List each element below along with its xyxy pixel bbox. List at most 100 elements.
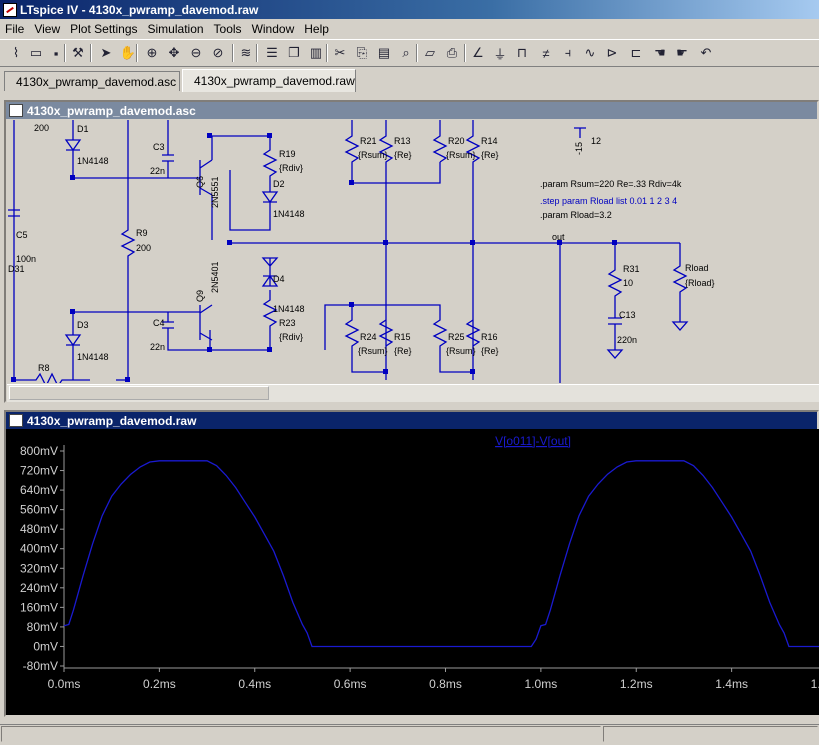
c4-val[interactable]: 22n	[150, 342, 165, 352]
plot-window-titlebar[interactable]: 4130x_pwramp_davemod.raw	[6, 412, 817, 429]
zoom-out-button[interactable]: ⊖	[186, 43, 206, 63]
zoom-in-button[interactable]: ⊕	[142, 43, 162, 63]
d2-ref[interactable]: D2	[273, 179, 285, 189]
r9-val[interactable]: 200	[136, 243, 151, 253]
find-button[interactable]: ⌕	[396, 43, 416, 63]
r16-val[interactable]: {Re}	[481, 346, 499, 356]
v-15[interactable]: -15	[574, 142, 584, 155]
cascade-button[interactable]: ❐	[284, 43, 304, 63]
r24-val[interactable]: {Rsum}	[358, 346, 388, 356]
d3-val[interactable]: 1N4148	[77, 352, 109, 362]
c13-ref[interactable]: C13	[619, 310, 636, 320]
d1-val[interactable]: 1N4148	[77, 156, 109, 166]
step-directive[interactable]: .step param Rload list 0.01 1 2 3 4	[540, 196, 677, 206]
c4-ref[interactable]: C4	[153, 318, 165, 328]
q6-ref[interactable]: Q6	[195, 176, 205, 188]
drag-button[interactable]: ☛	[672, 43, 692, 63]
d3-ref[interactable]: D3	[77, 320, 89, 330]
ground-button[interactable]: ⏚	[490, 43, 510, 63]
c3-val[interactable]: 22n	[150, 166, 165, 176]
menu-plot-settings[interactable]: Plot Settings	[70, 21, 138, 36]
pan-button[interactable]: ✥	[164, 43, 184, 63]
menu-simulation[interactable]: Simulation	[147, 21, 204, 36]
waveform-chart[interactable]: 800mV720mV640mV560mV480mV400mV320mV240mV…	[6, 429, 819, 715]
wire-button[interactable]: ∠	[468, 43, 488, 63]
menu-tools[interactable]: Tools	[213, 21, 242, 36]
scrollbar-thumb[interactable]	[9, 386, 269, 400]
print-setup-button[interactable]: ▱	[420, 43, 440, 63]
r14-ref[interactable]: R14	[481, 136, 498, 146]
r15-val[interactable]: {Re}	[394, 346, 412, 356]
c-200[interactable]: 200	[34, 123, 49, 133]
r15-ref[interactable]: R15	[394, 332, 411, 342]
r16-ref[interactable]: R16	[481, 332, 498, 342]
r25-ref[interactable]: R25	[448, 332, 465, 342]
zoom-cancel-button[interactable]: ⊘	[208, 43, 228, 63]
label-button[interactable]: ⊓	[512, 43, 532, 63]
param-directive-1[interactable]: .param Rsum=220 Re=.33 Rdiv=4k	[540, 179, 682, 189]
r20-val[interactable]: {Rsum}	[446, 150, 476, 160]
halt-button[interactable]: ✋	[118, 43, 138, 63]
run-button[interactable]: ➤	[96, 43, 116, 63]
resistor-button[interactable]: ≠	[536, 43, 556, 63]
c5-val[interactable]: 100n	[16, 254, 36, 264]
d1-ref[interactable]: D1	[77, 124, 89, 134]
v-12[interactable]: 12	[591, 136, 601, 146]
d4-val[interactable]: 1N4148	[273, 304, 305, 314]
menu-window[interactable]: Window	[251, 21, 295, 36]
c13-val[interactable]: 220n	[617, 335, 637, 345]
q9-val[interactable]: 2N5401	[210, 261, 220, 293]
menu-help[interactable]: Help	[304, 21, 329, 36]
component-button[interactable]: ⊏	[626, 43, 646, 63]
rload-val[interactable]: {Rload}	[685, 278, 715, 288]
new-schematic-button[interactable]: ⌇	[6, 43, 26, 63]
r21-ref[interactable]: R21	[360, 136, 377, 146]
r13-val[interactable]: {Re}	[394, 150, 412, 160]
param-directive-2[interactable]: .param Rload=3.2	[540, 210, 612, 220]
q9-ref[interactable]: Q9	[195, 290, 205, 302]
tile-horizontal-button[interactable]: ☰	[262, 43, 282, 63]
tab-schematic[interactable]: 4130x_pwramp_davemod.asc	[4, 71, 180, 91]
schematic-horizontal-scrollbar[interactable]	[7, 384, 819, 402]
menu-file[interactable]: File	[5, 21, 25, 36]
print-button[interactable]: ⎙	[442, 43, 462, 63]
r24-ref[interactable]: R24	[360, 332, 377, 342]
r23-ref[interactable]: R23	[279, 318, 296, 328]
r13-ref[interactable]: R13	[394, 136, 411, 146]
out-label[interactable]: out	[552, 232, 565, 242]
inductor-button[interactable]: ∿	[580, 43, 600, 63]
tab-waveform[interactable]: 4130x_pwramp_davemod.raw	[182, 69, 356, 92]
control-panel-button[interactable]: ⚒	[68, 43, 88, 63]
r25-val[interactable]: {Rsum}	[446, 346, 476, 356]
c5-ref[interactable]: C5	[16, 230, 28, 240]
r19-ref[interactable]: R19	[279, 149, 296, 159]
d2-val[interactable]: 1N4148	[273, 209, 305, 219]
undo-button[interactable]: ↶	[696, 43, 716, 63]
r31-val[interactable]: 10	[623, 278, 633, 288]
move-button[interactable]: ☚	[650, 43, 670, 63]
q6-val[interactable]: 2N5551	[210, 176, 220, 208]
paste-button[interactable]: ▤	[374, 43, 394, 63]
r19-val[interactable]: {Rdiv}	[279, 163, 303, 173]
autorange-button[interactable]: ≋	[236, 43, 256, 63]
diode-button[interactable]: ⊳	[602, 43, 622, 63]
open-button[interactable]: ▭	[26, 43, 46, 63]
r9-ref[interactable]: R9	[136, 228, 148, 238]
menu-view[interactable]: View	[34, 21, 61, 36]
c3-ref[interactable]: C3	[153, 142, 165, 152]
r20-ref[interactable]: R20	[448, 136, 465, 146]
d31-ref[interactable]: D31	[8, 264, 25, 274]
d4-ref[interactable]: D4	[273, 274, 285, 284]
rload-ref[interactable]: Rload	[685, 263, 709, 273]
r31-ref[interactable]: R31	[623, 264, 640, 274]
r14-val[interactable]: {Re}	[481, 150, 499, 160]
r23-val[interactable]: {Rdiv}	[279, 332, 303, 342]
copy-button[interactable]: ⎘	[352, 43, 372, 63]
tile-vertical-button[interactable]: ▥	[306, 43, 326, 63]
capacitor-button[interactable]: ⫞	[558, 43, 578, 63]
r8-ref[interactable]: R8	[38, 363, 50, 373]
r21-val[interactable]: {Rsum}	[358, 150, 388, 160]
